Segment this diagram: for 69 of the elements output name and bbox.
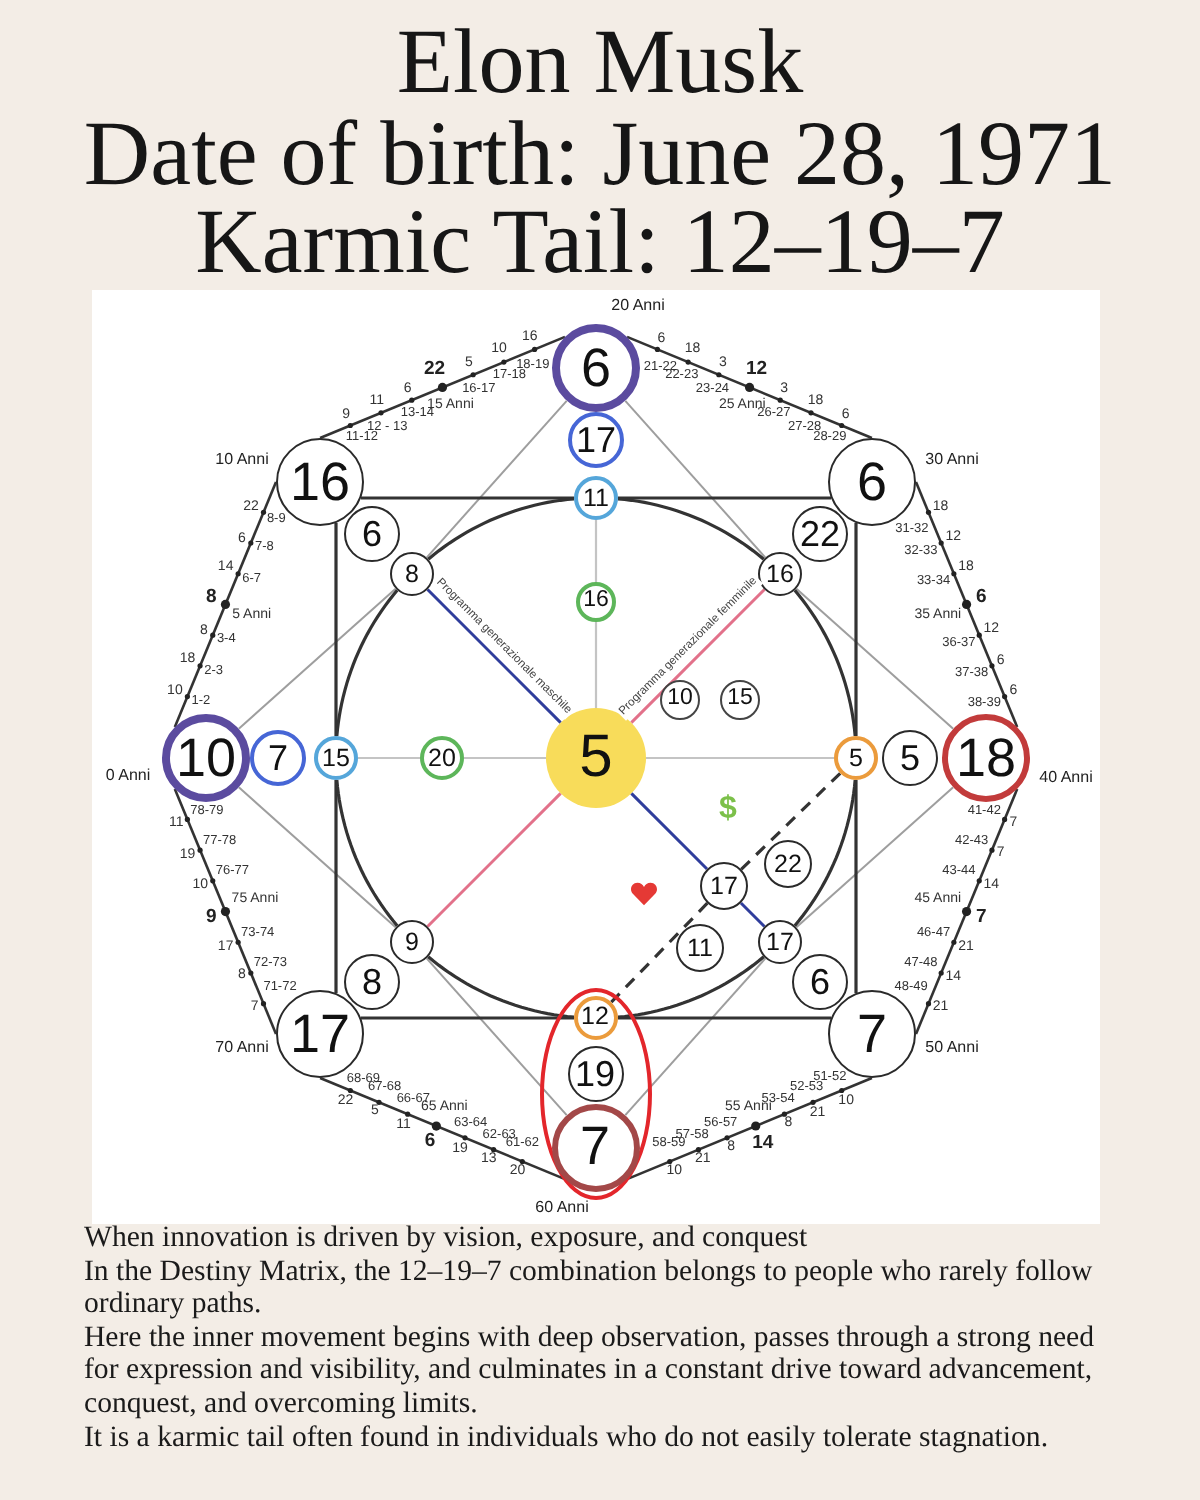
connector-line	[464, 756, 546, 760]
number-label: 22	[423, 361, 446, 378]
connector-line	[427, 955, 575, 1019]
connector-line	[319, 335, 566, 440]
connector-line	[854, 523, 858, 736]
connector-line	[624, 957, 767, 1117]
connector-line	[618, 1016, 831, 1020]
connector-line	[335, 589, 399, 737]
connector-line	[630, 792, 709, 871]
connector-line	[646, 756, 834, 760]
title: Elon Musk	[396, 19, 804, 103]
paragraph: Here the inner movement begins with deep observation, passes through a strong need for expression and visibility, and culminates in a constant drive toward advancement, conquest, and overcoming limits.	[84, 1321, 1097, 1422]
connector-line	[358, 756, 420, 760]
decade-label: 20 Anni	[611, 298, 665, 314]
dollar-sign: $	[719, 794, 737, 826]
decade-label: 30 Anni	[925, 452, 979, 468]
connector-line	[427, 497, 575, 561]
paragraph: When innovation is driven by vision, exposure, and conquest	[84, 1222, 810, 1256]
subtitle: Karmic Tail: 12–19–7	[195, 199, 1005, 283]
paragraph: In the Destiny Matrix, the 12–19–7 combination belongs to people who rarely follow ordinary paths.	[84, 1255, 1095, 1322]
number-label: 6	[976, 590, 987, 607]
dashed-line	[610, 902, 709, 1004]
connector-line	[795, 786, 955, 929]
connector-line	[425, 399, 568, 559]
number-label: 6	[424, 1134, 436, 1151]
connector-line	[361, 1016, 574, 1020]
number-label: 12	[746, 361, 768, 378]
number-label: 8	[205, 590, 217, 607]
connector-line	[173, 481, 278, 728]
connector-line	[334, 523, 338, 736]
decade-label: 10 Anni	[215, 452, 269, 468]
connector-line	[624, 399, 767, 559]
connector-line	[739, 901, 766, 928]
decade-label: 0 Anni	[105, 768, 151, 784]
connector-line	[618, 496, 831, 500]
connector-line	[335, 779, 399, 927]
connector-line	[914, 788, 1019, 1035]
connector-line	[626, 335, 873, 440]
connector-line	[237, 587, 397, 730]
connector-line	[426, 792, 562, 928]
connector-line	[617, 955, 765, 1019]
subtitle: Date of birth: June 28, 1971	[83, 111, 1117, 195]
connector-line	[594, 622, 598, 708]
connector-line	[914, 481, 1019, 728]
connector-line	[425, 957, 568, 1117]
number-label: 14	[752, 1136, 774, 1153]
connector-line	[173, 788, 278, 1035]
connector-line	[793, 589, 857, 737]
decade-label: 60 Anni	[535, 1200, 589, 1216]
connector-line	[795, 587, 955, 730]
connector-line	[594, 520, 598, 582]
decade-label: 70 Anni	[215, 1040, 269, 1056]
connector-line	[319, 1076, 566, 1181]
connector-line	[237, 786, 397, 929]
connector-line	[426, 588, 562, 724]
connector-line	[630, 588, 766, 724]
paragraph: It is a karmic tail often found in individuals who do not easily tolerate stagnation.	[84, 1421, 1051, 1455]
connector-line	[361, 496, 574, 500]
connector-line	[854, 780, 858, 993]
number-label: 7	[976, 909, 987, 926]
connector-line	[334, 780, 338, 993]
connector-line	[626, 1076, 873, 1181]
highlight-ellipse	[540, 987, 652, 1199]
decade-label: 50 Anni	[925, 1040, 979, 1056]
connector-line	[793, 779, 857, 927]
dashed-line	[740, 772, 842, 871]
number-label: 9	[205, 909, 217, 926]
decade-label: 40 Anni	[1039, 770, 1093, 786]
connector-line	[617, 497, 765, 561]
